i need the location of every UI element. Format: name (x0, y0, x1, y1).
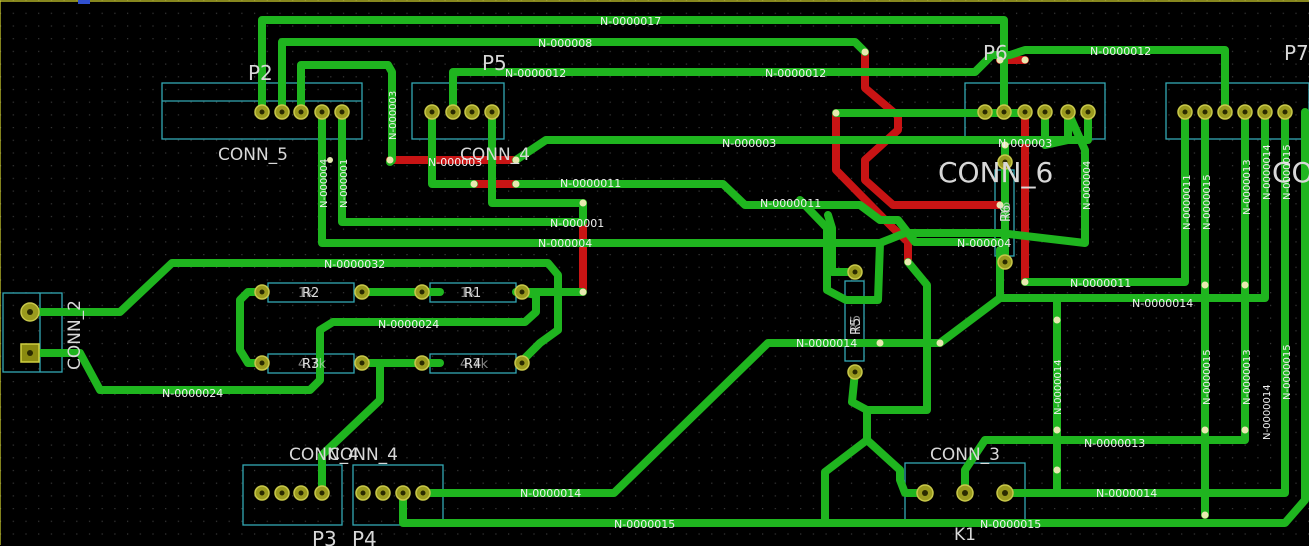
r1-ref: R1 (464, 286, 481, 301)
net-label: N-0000017 (600, 15, 661, 28)
p7-ref: P7 (1284, 41, 1309, 65)
net-label: N-0000014 (1262, 384, 1273, 440)
p4-ref: P4 (352, 527, 377, 546)
net-label: N-0000012 (505, 67, 566, 80)
net-label: N-0000032 (324, 258, 385, 271)
p2-value: CONN_5 (218, 145, 288, 165)
j2-pads (20, 302, 40, 363)
net-label: N-0000011 (760, 197, 821, 210)
net-label: N-0000013 (1242, 349, 1253, 405)
r6-ref: R6 (999, 205, 1014, 222)
net-label: N-0000014 (1053, 359, 1064, 415)
vias (327, 48, 1249, 519)
net-label: N-0000015 (614, 518, 675, 531)
net-label: N-0000011 (560, 177, 621, 190)
p5-pads (424, 104, 500, 120)
k1-ref: K1 (954, 525, 976, 545)
net-label: N-0000015 (1282, 144, 1293, 200)
net-label: N-0000015 (980, 518, 1041, 531)
net-label: N-0000015 (1202, 174, 1213, 230)
p2-pads (254, 104, 350, 120)
r5-value: R5 (849, 315, 864, 332)
p3-value: CONN_4 (289, 445, 359, 465)
net-label: N-0000012 (765, 67, 826, 80)
r6-value: R6 (999, 202, 1014, 219)
p6-pads (977, 104, 1096, 120)
net-labels: N-0000017 N-000008 N-0000012 N-0000012 N… (162, 15, 1293, 531)
net-label: N-0000014 (1096, 487, 1157, 500)
net-label: N-0000014 (796, 337, 857, 350)
net-label: N-0000015 (1202, 349, 1213, 405)
p4-value: CONN_4 (328, 445, 398, 465)
net-label: N-000004 (957, 237, 1011, 250)
pads (20, 104, 1293, 502)
net-label: N-000003 (428, 156, 482, 169)
net-label: N-000003 (722, 137, 776, 150)
p3-ref: P3 (312, 527, 337, 546)
net-label: N-0000011 (1182, 174, 1193, 230)
net-label: N-0000014 (1262, 144, 1273, 200)
p3-pads (254, 485, 330, 501)
net-label: N-000001 (339, 159, 350, 208)
net-label: N-0000013 (1084, 437, 1145, 450)
net-label: N-000004 (1082, 161, 1093, 210)
j2-value: CONN_2 (65, 300, 85, 370)
front-tracks (26, 16, 1309, 527)
r2-ref: R2 (302, 286, 319, 301)
net-label: N-0000024 (378, 318, 439, 331)
p7-value: CONN_6 (1272, 156, 1309, 189)
r4-value: 4.7k (460, 357, 489, 372)
r2-value: 1k (298, 286, 314, 301)
p7-pads (1177, 104, 1293, 120)
r4-ref: R4 (464, 357, 481, 372)
p5-ref: P5 (482, 51, 507, 75)
k1-value: CONN_3 (930, 445, 1000, 465)
r5-ref: R5 (849, 318, 864, 335)
net-label: N-0000011 (1070, 277, 1131, 290)
p4-pads (355, 485, 431, 501)
net-label: N-000003 (388, 91, 399, 140)
r3-ref: R3 (302, 357, 319, 372)
net-label: N-0000014 (520, 487, 581, 500)
net-label: N-0000014 (1132, 297, 1193, 310)
p6-value: CONN_6 (938, 156, 1053, 189)
p6-ref: P6 (983, 41, 1008, 65)
net-label: N-0000012 (1090, 45, 1151, 58)
origin-marker (78, 0, 90, 4)
p5-value: CONN_4 (460, 145, 530, 165)
net-label: N-0000013 (1242, 159, 1253, 215)
component-labels: P2 CONN_5 P5 CONN_4 P6 CONN_6 P7 CONN_6 … (65, 41, 1309, 546)
net-label: N-0000015 (1282, 344, 1293, 400)
net-label: N-000008 (538, 37, 592, 50)
r1-value: 1k (460, 286, 476, 301)
k1-pads (916, 484, 1014, 502)
net-label: N-000001 (550, 217, 604, 230)
net-label: N-000004 (538, 237, 592, 250)
r3-value: 4.7k (298, 357, 327, 372)
p2-ref: P2 (248, 61, 273, 85)
resistor-pads (254, 154, 1013, 380)
net-label: N-000003 (998, 137, 1052, 150)
net-label: N-000004 (319, 159, 330, 208)
net-label: N-0000024 (162, 387, 223, 400)
